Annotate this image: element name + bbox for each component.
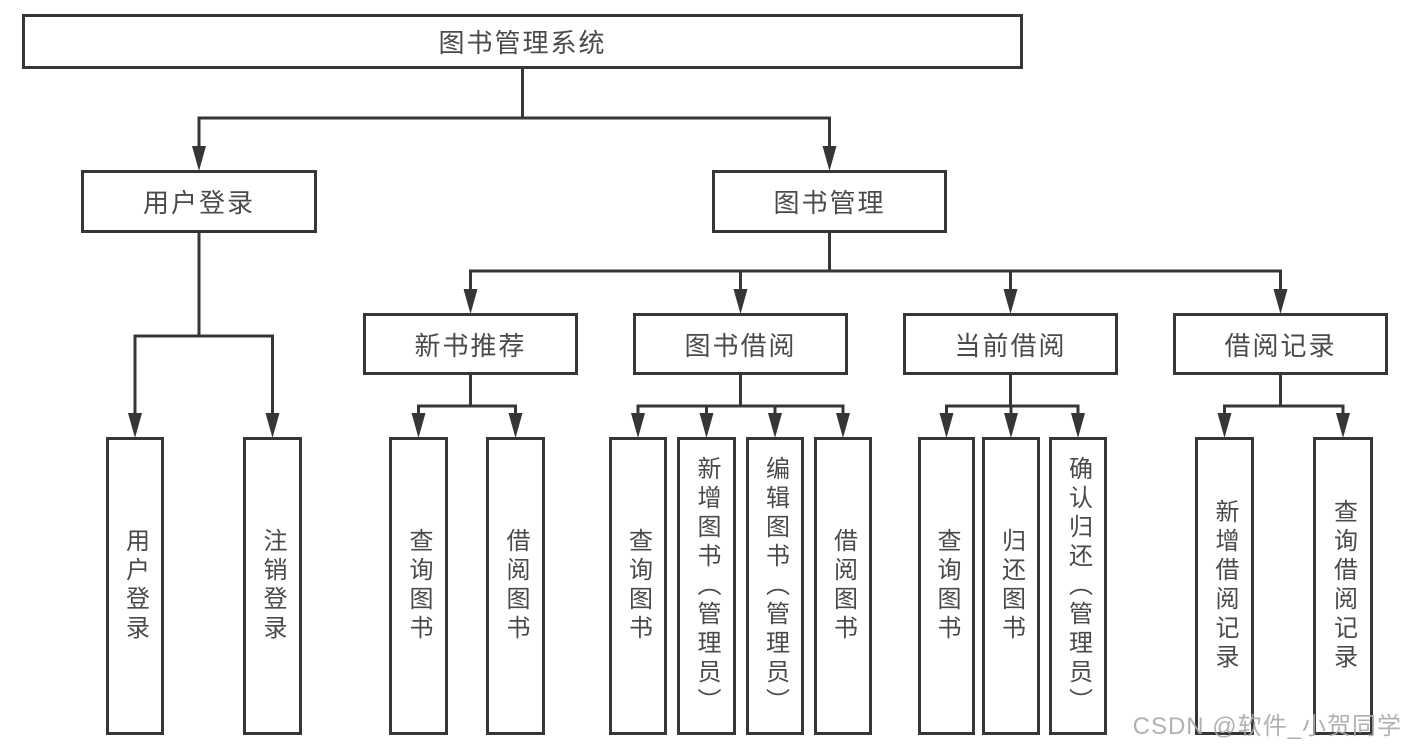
- watermark: CSDN @软件_小贺同学: [1132, 713, 1402, 740]
- arrowhead-icon: [1071, 413, 1085, 438]
- arrowhead-icon: [733, 289, 748, 314]
- node-label: 编辑图书（管理员）: [761, 455, 789, 717]
- arrowhead-icon: [128, 413, 142, 438]
- arrowhead-icon: [1003, 289, 1018, 314]
- node-leaf-return-book: 归还图书: [982, 437, 1040, 735]
- arrowhead-icon: [699, 413, 714, 438]
- node-leaf-query-book-3: 查询图书: [918, 437, 975, 735]
- node-user-login: 用户登录: [81, 170, 317, 233]
- node-label: 确认归还（管理员）: [1064, 455, 1092, 717]
- node-leaf-query-book-1: 查询图书: [389, 437, 448, 735]
- arrowhead-icon: [1336, 413, 1350, 438]
- arrowhead-icon: [508, 413, 523, 438]
- arrowhead-icon: [939, 413, 954, 438]
- node-leaf-query-book-2: 查询图书: [609, 437, 667, 735]
- arrowhead-icon: [836, 413, 850, 438]
- node-label: 用户登录: [121, 528, 149, 644]
- node-label: 查询图书: [405, 528, 432, 644]
- node-label: 注销登录: [259, 528, 286, 644]
- node-new-book-rec: 新书推荐: [363, 313, 578, 375]
- node-label: 借阅图书: [502, 528, 529, 644]
- node-label: 查询图书: [933, 528, 960, 644]
- node-book-borrow: 图书借阅: [633, 313, 848, 375]
- arrowhead-icon: [192, 146, 206, 171]
- arrowhead-icon: [1217, 413, 1232, 438]
- node-leaf-borrow-book-2: 借阅图书: [814, 437, 872, 735]
- node-label: 借阅图书: [829, 528, 857, 644]
- arrowhead-icon: [768, 413, 782, 438]
- node-leaf-add-book: 新增图书（管理员）: [677, 437, 736, 735]
- node-book-mgmt: 图书管理: [712, 170, 947, 233]
- node-label: 归还图书: [997, 528, 1025, 644]
- node-label: 图书管理: [773, 188, 886, 218]
- node-leaf-user-login: 用户登录: [106, 437, 164, 735]
- node-label: 用户登录: [142, 188, 255, 218]
- arrowhead-icon: [411, 413, 426, 438]
- node-label: 图书借阅: [684, 330, 797, 361]
- arrowhead-icon: [822, 146, 837, 171]
- node-current-borrow: 当前借阅: [903, 313, 1118, 375]
- node-leaf-add-record: 新增借阅记录: [1195, 437, 1254, 735]
- node-leaf-confirm-return: 确认归还（管理员）: [1049, 437, 1107, 735]
- node-label: 查询图书: [624, 528, 652, 644]
- node-label: 图书管理系统: [438, 28, 607, 58]
- node-label: 查询借阅记录: [1329, 499, 1357, 673]
- node-label: 新增图书（管理员）: [693, 455, 720, 717]
- node-leaf-logout: 注销登录: [243, 437, 302, 735]
- node-root: 图书管理系统: [22, 14, 1023, 69]
- node-label: 当前借阅: [954, 330, 1067, 361]
- arrowhead-icon: [265, 413, 280, 438]
- arrowhead-icon: [631, 413, 645, 438]
- node-borrow-records: 借阅记录: [1173, 313, 1388, 375]
- arrowhead-icon: [1273, 289, 1288, 314]
- arrowhead-icon: [463, 289, 478, 314]
- node-label: 借阅记录: [1224, 330, 1337, 361]
- node-label: 新增借阅记录: [1211, 499, 1238, 673]
- node-leaf-borrow-book-1: 借阅图书: [486, 437, 545, 735]
- node-leaf-edit-book: 编辑图书（管理员）: [746, 437, 804, 735]
- arrowhead-icon: [1004, 413, 1018, 438]
- node-label: 新书推荐: [414, 330, 527, 361]
- node-leaf-query-record: 查询借阅记录: [1313, 437, 1373, 735]
